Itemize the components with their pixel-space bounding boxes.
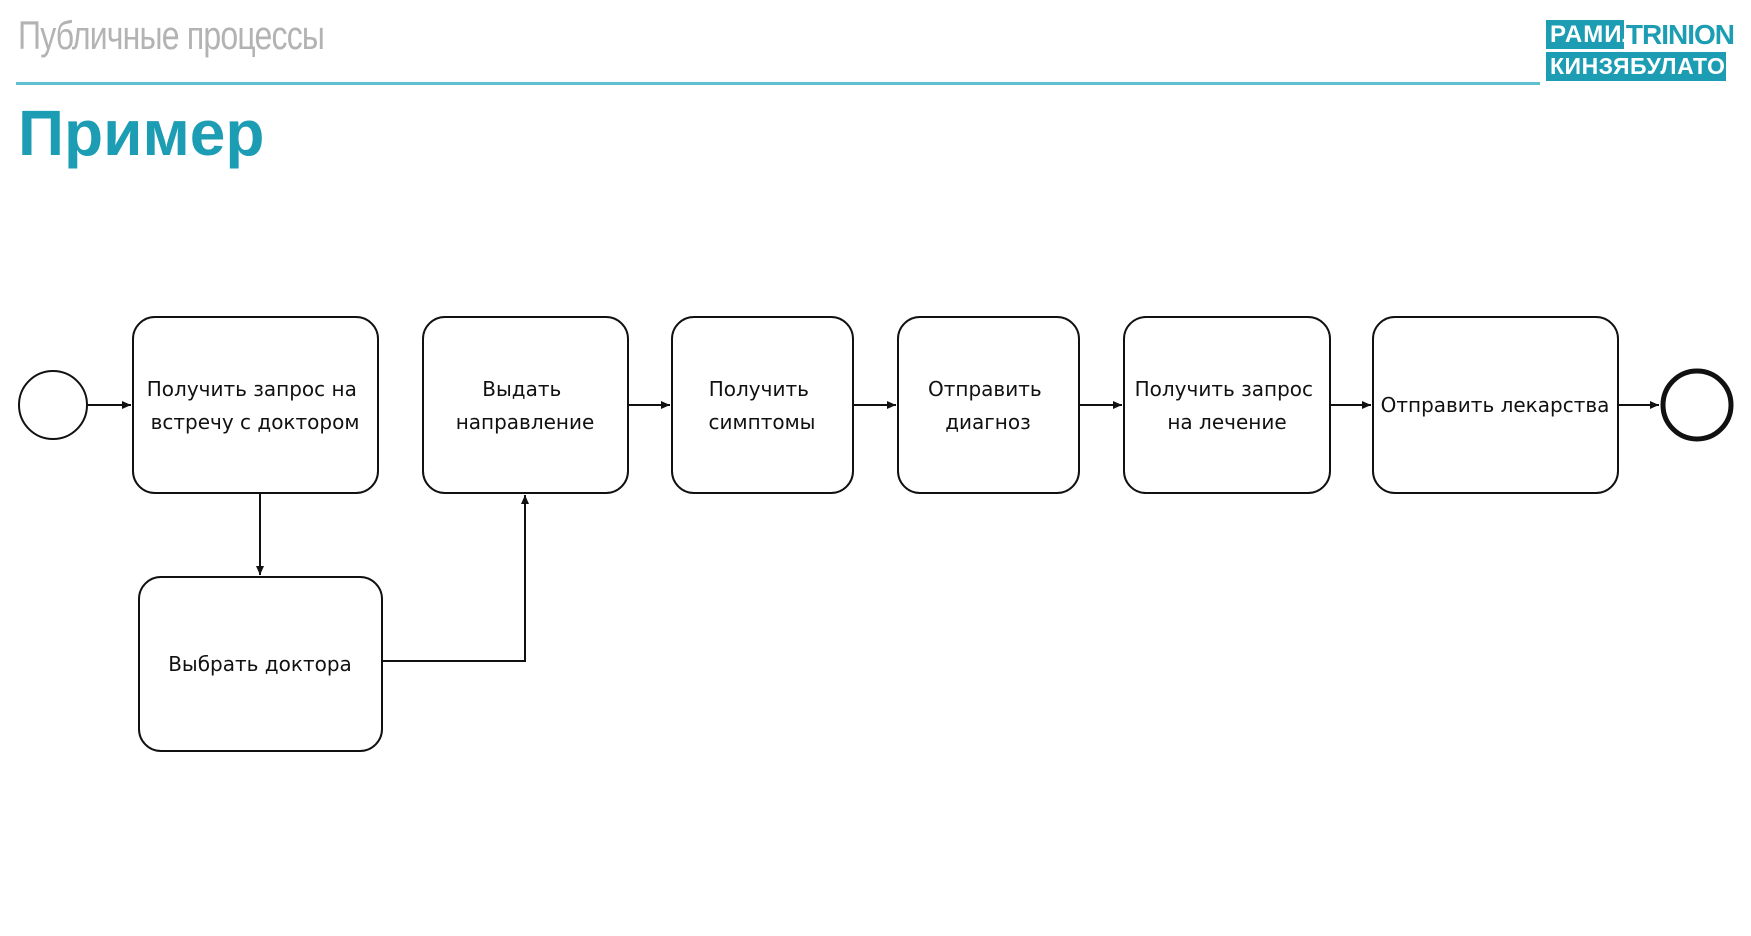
task-issue-referral: Выдать направление	[422, 316, 629, 494]
task-label-line: направление	[456, 410, 595, 434]
task-label-line: Выбрать доктора	[168, 652, 352, 676]
header-divider	[16, 82, 1540, 85]
task-label-line: Получить	[709, 377, 809, 401]
task-label-line: Получить запрос	[1135, 377, 1313, 401]
section-title: Публичные процессы	[18, 14, 325, 58]
logo-bottom-row: КИНЗЯБУЛАТОВ	[1546, 52, 1734, 81]
svg-text:Выбрать доктора: Выбрать доктора	[168, 652, 352, 676]
svg-text:Получить запрос на лечен: Получить запрос на лечение	[1135, 377, 1320, 434]
task-label-line: встречу с доктором	[151, 410, 360, 434]
task-label-line: на лечение	[1167, 410, 1286, 434]
logo: РАМИЛЬ TRINION КИНЗЯБУЛАТОВ	[1546, 19, 1735, 81]
task-send-diagnosis: Отправить диагноз	[897, 316, 1080, 494]
logo-name: РАМИЛЬ	[1546, 20, 1624, 49]
start-event	[18, 370, 88, 440]
task-receive-appointment-request: Получить запрос на встречу с доктором	[132, 316, 379, 494]
svg-text:Получить симптомы: Получить симптомы	[709, 377, 816, 434]
svg-text:Отправить диагноз: Отправить диагноз	[928, 377, 1048, 434]
svg-text:Получить запрос на встре: Получить запрос на встречу с доктором	[147, 377, 363, 434]
task-label-line: Выдать	[482, 377, 561, 401]
logo-brand: TRINION	[1625, 19, 1735, 50]
flow-arrow	[382, 495, 529, 662]
task-label-line: Отправить	[928, 377, 1042, 401]
page-title: Пример	[18, 97, 265, 169]
task-label-line: симптомы	[709, 410, 816, 434]
task-receive-treatment-request: Получить запрос на лечение	[1123, 316, 1331, 494]
task-choose-doctor: Выбрать доктора	[138, 576, 383, 752]
task-label-line: Получить запрос на	[147, 377, 357, 401]
task-label-line: Отправить лекарства	[1381, 393, 1610, 417]
svg-text:Выдать направление: Выдать направление	[456, 377, 595, 434]
svg-text:Отправить лекарства: Отправить лекарства	[1381, 393, 1610, 417]
end-event	[1660, 368, 1734, 442]
task-send-medicine: Отправить лекарства	[1372, 316, 1619, 494]
logo-top-row: РАМИЛЬ TRINION	[1546, 19, 1735, 50]
task-receive-symptoms: Получить симптомы	[671, 316, 854, 494]
logo-surname: КИНЗЯБУЛАТОВ	[1546, 52, 1726, 81]
task-label-line: диагноз	[945, 410, 1031, 434]
